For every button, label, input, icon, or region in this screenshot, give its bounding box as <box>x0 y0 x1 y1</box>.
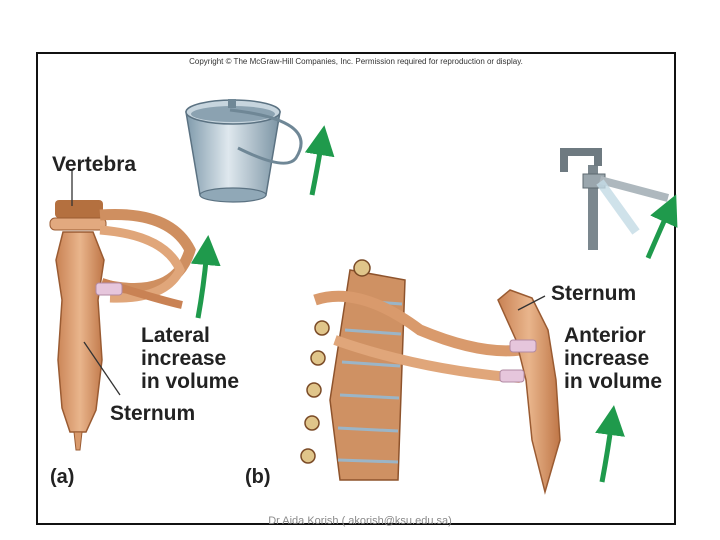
footer-credit: Dr Aida Korish ( akorish@ksu.edu.sa) <box>268 515 452 527</box>
pump-handle-icon <box>560 148 670 250</box>
lateral-label-line3: in volume <box>141 370 240 393</box>
sternum-label-a: Sternum <box>110 402 196 425</box>
panel-b-label: (b) <box>245 466 271 488</box>
anterior-label-line3: in volume <box>564 370 663 393</box>
anterior-label-line1: Anterior <box>564 324 646 347</box>
bucket-icon <box>185 99 303 203</box>
rib-cage-lateral-view <box>49 170 196 451</box>
pump-arrow-icon <box>645 194 678 259</box>
lateral-label-line1: Lateral <box>141 324 210 347</box>
sternum-label-b: Sternum <box>551 282 637 305</box>
anterior-arrow-icon <box>595 405 625 483</box>
panel-a-label: (a) <box>50 466 75 488</box>
lateral-label-line2: increase <box>141 347 227 370</box>
copyright-notice: Copyright © The McGraw-Hill Companies, I… <box>189 57 523 66</box>
anterior-label-line2: increase <box>564 347 650 370</box>
vertebra-label: Vertebra <box>52 153 137 176</box>
rib-cage-anterior-view <box>300 259 561 495</box>
lateral-arrow-icon <box>190 235 221 319</box>
bucket-arrow-icon <box>304 125 335 196</box>
